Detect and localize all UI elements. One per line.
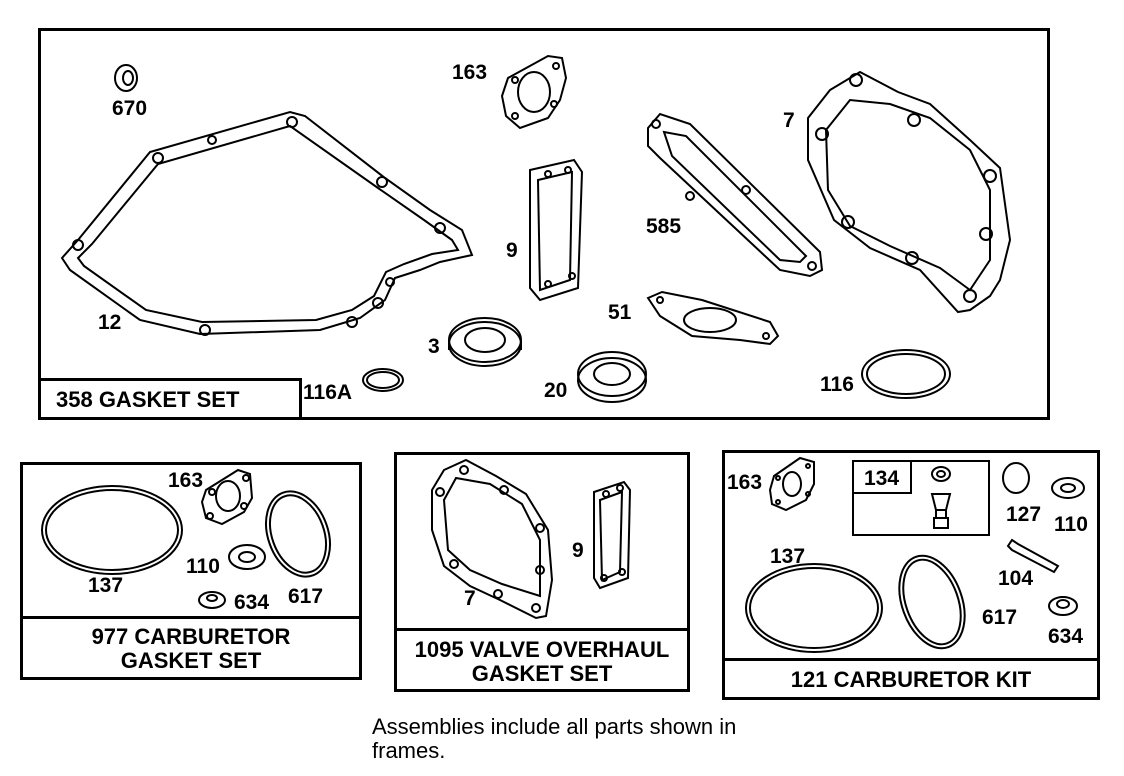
label-137: 137	[770, 545, 806, 568]
label-116: 116	[820, 373, 854, 396]
label-116a: 116A	[303, 381, 353, 404]
carb-gasket-set-frame	[20, 462, 362, 680]
label-617: 617	[288, 585, 324, 608]
part-20-oil-seal	[577, 351, 647, 403]
label-9: 9	[572, 539, 584, 562]
carb-kit-title-box	[722, 658, 1100, 700]
label-9: 9	[506, 239, 518, 262]
valve-overhaul-title-line1: 1095 VALVE OVERHAUL	[414, 637, 670, 662]
item-134-label-box	[852, 460, 912, 494]
label-634: 634	[234, 591, 270, 614]
gasket-set-title: 358 GASKET SET	[56, 387, 240, 412]
part-163-gasket	[500, 54, 568, 130]
label-12: 12	[98, 311, 122, 334]
label-134: 134	[864, 467, 900, 490]
label-20: 20	[544, 379, 568, 402]
part-670-washer	[114, 64, 138, 92]
label-634: 634	[1048, 625, 1084, 648]
label-163: 163	[452, 61, 488, 84]
label-670: 670	[112, 97, 148, 120]
carb-gasket-set-title-line2: GASKET SET	[120, 648, 262, 673]
part-51-exhaust-gasket	[646, 290, 780, 346]
valve-overhaul-title-line2: GASKET SET	[471, 661, 613, 686]
label-3: 3	[428, 335, 440, 358]
label-127: 127	[1006, 503, 1042, 526]
item-134-box	[852, 460, 990, 536]
gasket-set-title-box	[38, 378, 302, 420]
part-12-crankcase-gasket	[60, 110, 474, 336]
assemblies-note-line1: Assemblies include all parts shown in	[372, 714, 737, 739]
part-116-ring	[861, 349, 951, 399]
label-7: 7	[464, 587, 476, 610]
carb-gasket-set-title-box	[20, 616, 362, 680]
label-617: 617	[982, 606, 1018, 629]
valve-overhaul-title-box	[394, 628, 690, 692]
part-7-head-gasket	[807, 70, 1012, 314]
label-7: 7	[783, 109, 795, 132]
label-104: 104	[998, 567, 1034, 590]
part-3-oil-seal	[448, 317, 522, 367]
part-585-intake-gasket	[647, 112, 824, 278]
part-9-valve-cover-gasket	[529, 158, 584, 302]
label-137: 137	[88, 574, 124, 597]
label-163: 163	[727, 471, 763, 494]
part-116a-ring	[362, 368, 404, 392]
assemblies-note-line2: frames.	[372, 738, 446, 763]
label-585: 585	[646, 215, 682, 238]
label-163: 163	[168, 469, 204, 492]
carb-gasket-set-title-line1: 977 CARBURETOR	[91, 624, 291, 649]
carb-kit-title: 121 CARBURETOR KIT	[790, 667, 1032, 692]
label-110: 110	[1054, 513, 1088, 536]
label-110: 110	[186, 555, 220, 578]
label-51: 51	[608, 301, 632, 324]
